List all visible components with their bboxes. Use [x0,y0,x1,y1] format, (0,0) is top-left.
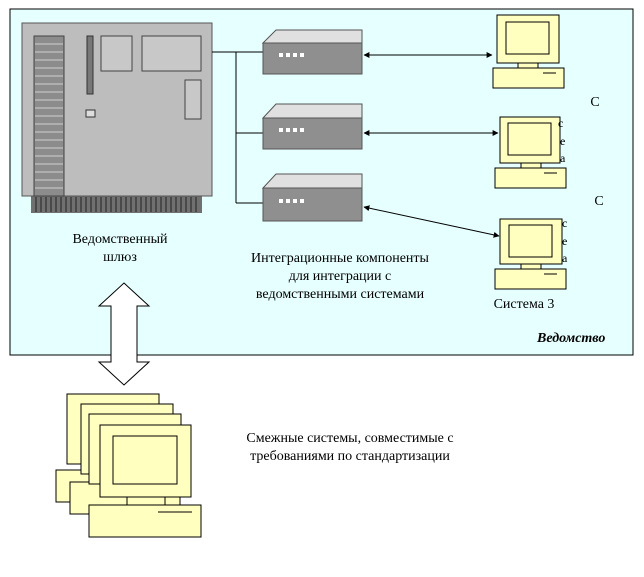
fragment-text: а [560,151,566,165]
integration-label-line1: Интеграционные компоненты [251,251,429,266]
integration-component-icon [261,173,363,222]
computer-icon [494,116,567,189]
integration-label-line3: ведомственными системами [255,287,425,302]
adjacent-systems-label: Смежные системы, совместимые с требовани… [220,430,480,466]
fragment-text: С [590,95,600,110]
gateway-server-icon [21,22,213,213]
integration-component-icon [261,29,363,75]
gateway-label-line1: Ведомственный [72,232,168,247]
fragment-text: е [560,134,566,148]
fragment-text: с [562,216,568,230]
agency-label: Ведомство [537,331,606,346]
fragment-text: С [594,194,604,209]
adjacent-label-line1: Смежные системы, совместимые с [246,431,454,446]
integration-components-label: Интеграционные компоненты для интеграции… [220,250,460,304]
computer-icon [494,218,567,290]
system3-label: Система 3 [493,297,555,312]
fragment-text: с [558,116,564,130]
gateway-label: Ведомственный шлюз [40,231,200,267]
integration-label-line2: для интеграции с [288,269,392,284]
exchange-double-arrow [97,282,151,386]
gateway-connector-lines [212,51,263,204]
integration-component-icon [261,103,363,150]
adjacent-label-line2: требованиями по стандартизации [250,449,450,464]
link-arrow [363,205,500,238]
adjacent-computers-icon [55,393,202,538]
fragment-text: е [562,234,568,248]
gateway-label-line2: шлюз [103,250,137,265]
fragment-text: а [562,251,568,265]
computer-icon [492,14,565,89]
